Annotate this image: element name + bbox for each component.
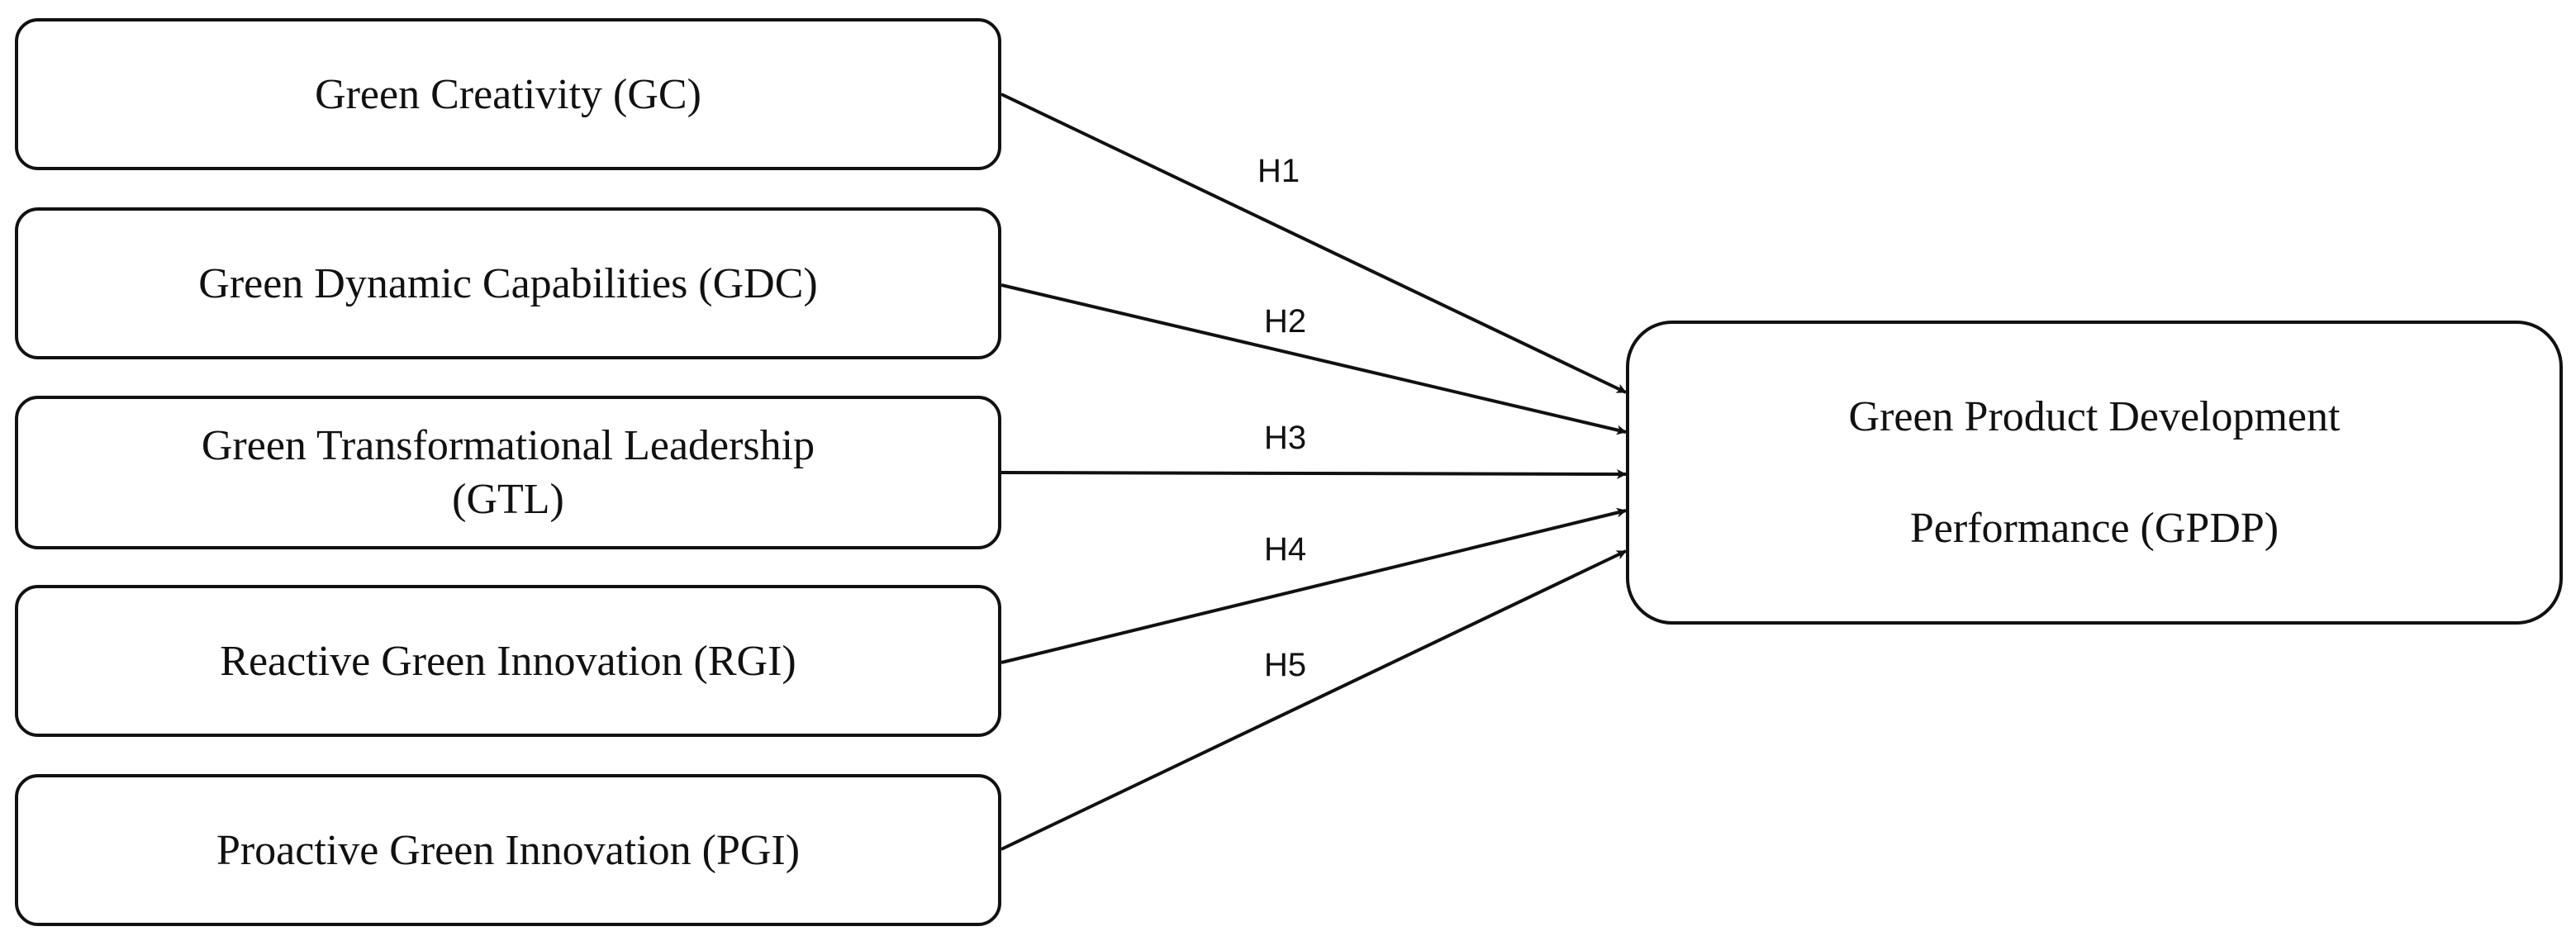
outcome-label-line1: Green Product Development: [1848, 393, 2341, 440]
hypothesis-label-h4: H4: [1264, 531, 1307, 568]
construct-label-gc: Green Creativity (GC): [315, 70, 701, 118]
construct-box-gtl: Green Transformational Leadership (GTL): [15, 396, 1001, 549]
construct-label-gtl-line1: Green Transformational Leadership: [201, 422, 815, 469]
construct-box-pgi: Proactive Green Innovation (PGI): [15, 774, 1001, 926]
hypothesis-label-h5: H5: [1264, 647, 1307, 683]
construct-box-gdc: Green Dynamic Capabilities (GDC): [15, 207, 1001, 359]
arrow-h2: [1000, 283, 1627, 435]
construct-box-rgi: Reactive Green Innovation (RGI): [15, 585, 1001, 737]
hypothesis-label-h1: H1: [1257, 153, 1300, 189]
construct-box-gc: Green Creativity (GC): [15, 18, 1001, 170]
arrow-h3: [1000, 468, 1627, 479]
construct-label-gdc: Green Dynamic Capabilities (GDC): [198, 259, 818, 307]
hypothesis-label-h2: H2: [1264, 303, 1307, 340]
construct-label-gtl-line2: (GTL): [452, 476, 564, 523]
arrow-h5: [1000, 549, 1627, 851]
construct-label-rgi: Reactive Green Innovation (RGI): [220, 637, 796, 685]
outcome-box-gpdp: Green Product Development Performance (G…: [1626, 321, 2563, 625]
outcome-label-line2: Performance (GPDP): [1909, 505, 2279, 552]
hypothesis-label-h3: H3: [1264, 420, 1307, 456]
construct-label-pgi: Proactive Green Innovation (PGI): [216, 826, 801, 874]
arrow-h4: [1000, 507, 1627, 664]
arrow-h1: [1000, 93, 1627, 394]
